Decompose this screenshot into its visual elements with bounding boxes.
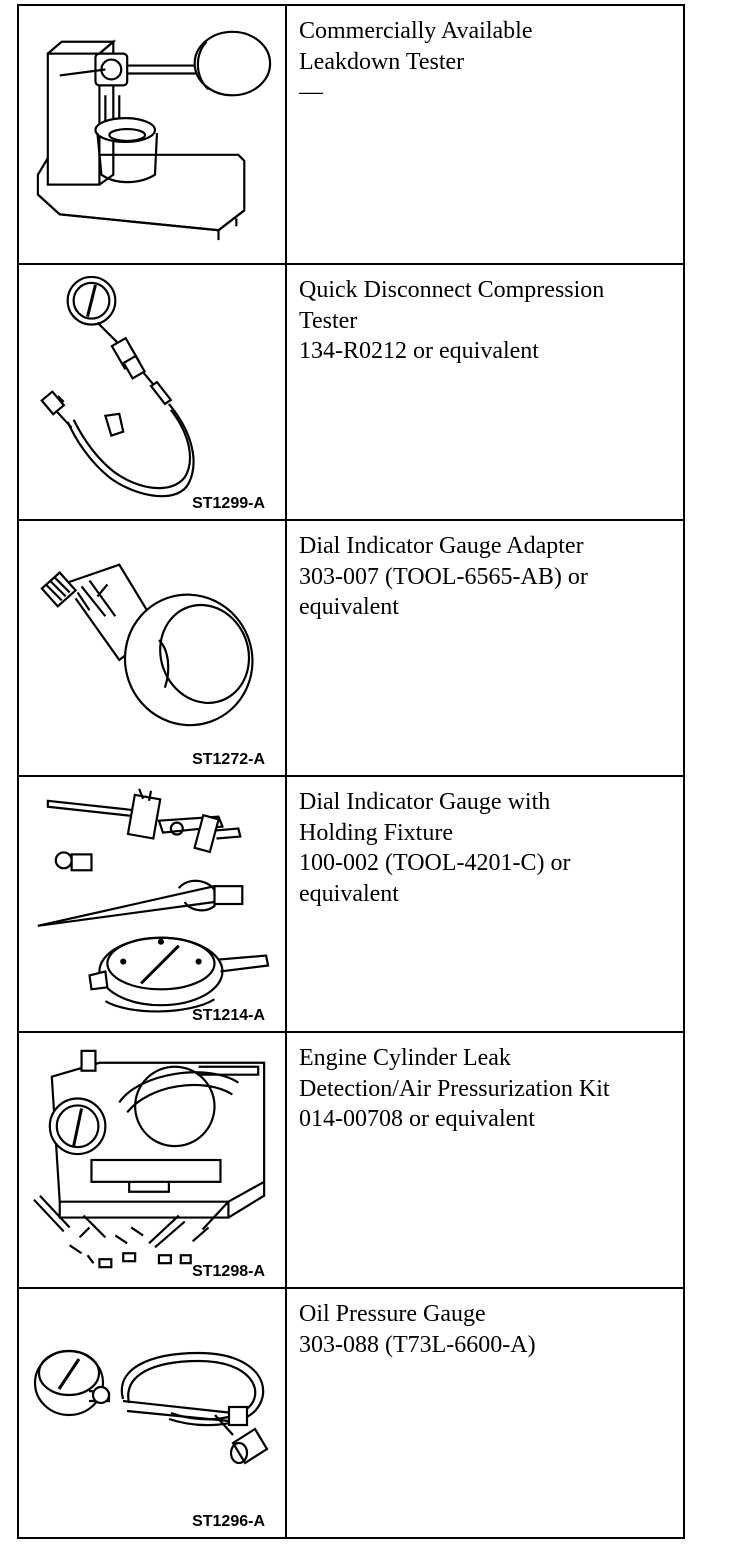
description-line: 014-00708 or equivalent [299, 1106, 535, 1132]
tool-description: Engine Cylinder Leak Detection/Air Press… [299, 1043, 675, 1135]
tool-description: Dial Indicator Gauge with Holding Fixtur… [299, 787, 675, 909]
description-line: 303-007 (TOOL-6565-AB) or [299, 563, 588, 590]
special-tools-table: Commercially Available Leakdown Tester — [17, 4, 685, 1539]
description-line: 100-002 (TOOL-4201-C) or [299, 850, 571, 876]
illustration-code: ST1299-A [192, 495, 265, 512]
oil-pressure-gauge-icon [33, 1349, 269, 1465]
description-line: 303-088 (T73L-6600-A) [299, 1331, 536, 1358]
leak-detection-kit-icon [33, 1049, 266, 1269]
tool-row: Commercially Available Leakdown Tester — [19, 6, 683, 265]
tool-image-cell: ST1298-A [19, 1033, 287, 1287]
description-line: equivalent [299, 880, 399, 907]
description-line: Dial Indicator Gauge Adapter [299, 533, 584, 559]
description-line: Commercially Available [299, 18, 533, 44]
tool-row: ST1299-A Quick Disconnect Compression Te… [19, 265, 683, 521]
description-line: Detection/Air Pressurization Kit [299, 1075, 610, 1102]
tool-image-cell: ST1299-A [19, 265, 287, 519]
tool-row: ST1272-A Dial Indicator Gauge Adapter 30… [19, 521, 683, 777]
tool-description: Dial Indicator Gauge Adapter 303-007 (TO… [299, 531, 675, 623]
tool-image-cell: ST1272-A [19, 521, 287, 775]
description-line: 134-R0212 or equivalent [299, 338, 539, 364]
tool-image-cell: ST1214-A [19, 777, 287, 1031]
description-line: Dial Indicator Gauge with [299, 789, 551, 815]
description-line: Tester [299, 307, 358, 334]
description-line: Quick Disconnect Compression [299, 277, 605, 303]
compression-tester-icon [40, 275, 195, 498]
description-line: equivalent [299, 594, 399, 620]
description-line: — [299, 79, 323, 105]
description-line: Leakdown Tester [299, 48, 465, 75]
tool-row: ST1214-A Dial Indicator Gauge with Holdi… [19, 777, 683, 1033]
tool-row: ST1298-A Engine Cylinder Leak Detection/… [19, 1033, 683, 1289]
leakdown-tester-icon [36, 30, 272, 241]
tool-row: ST1296-A Oil Pressure Gauge 303-088 (T73… [19, 1289, 683, 1537]
description-line: Holding Fixture [299, 819, 453, 846]
illustration-code: ST1298-A [192, 1263, 265, 1280]
tool-image-cell: ST1296-A [19, 1289, 287, 1537]
tool-description: Oil Pressure Gauge 303-088 (T73L-6600-A) [299, 1299, 675, 1360]
description-line: Engine Cylinder Leak [299, 1045, 511, 1071]
illustration-code: ST1296-A [192, 1513, 265, 1530]
tool-image-cell [19, 6, 287, 263]
description-line: Oil Pressure Gauge [299, 1301, 486, 1327]
tool-description: Quick Disconnect Compression Tester 134-… [299, 275, 675, 367]
illustration-code: ST1272-A [192, 751, 265, 768]
tool-description: Commercially Available Leakdown Tester — [299, 16, 675, 108]
illustration-code: ST1214-A [192, 1007, 265, 1024]
gauge-adapter-icon [40, 563, 254, 727]
dial-indicator-icon [37, 788, 270, 1013]
